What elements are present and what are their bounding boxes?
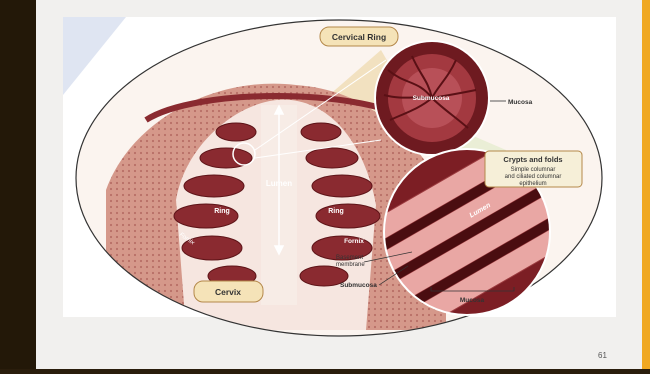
ring-left-label: Ring	[214, 208, 230, 215]
svg-text:Crypts and folds: Crypts and folds	[503, 155, 562, 164]
basement-label-2: membrane	[336, 262, 365, 268]
slide-page: Cervical Ring Crypts and folds Simple co…	[36, 0, 642, 369]
svg-text:and ciliated columnar: and ciliated columnar	[505, 174, 562, 180]
cervix-illustration: Cervical Ring Crypts and folds Simple co…	[36, 0, 642, 369]
fornix-right-label: Fornix	[344, 238, 364, 245]
svg-text:Simple columnar: Simple columnar	[511, 167, 556, 173]
svg-text:Cervix: Cervix	[215, 287, 241, 297]
page-number: 61	[598, 351, 607, 360]
cervical-ring-label: Cervical Ring	[320, 27, 398, 46]
lumen-main-label: Lumen	[266, 179, 292, 188]
ring-right-label: Ring	[328, 208, 344, 215]
mucosa-top-label: Mucosa	[508, 99, 533, 106]
svg-text:Cervical Ring: Cervical Ring	[332, 32, 386, 42]
crypts-label: Crypts and folds Simple columnar and cil…	[485, 151, 582, 187]
submucosa-top-label: Submucosa	[413, 95, 450, 102]
mucosa-bottom-label: Mucosa	[460, 297, 485, 304]
accent-bar	[642, 0, 650, 369]
basement-label-1: Basement	[336, 255, 363, 261]
cervix-label: Cervix	[194, 281, 263, 302]
svg-text:epithelium: epithelium	[519, 181, 546, 187]
submucosa-bottom-label: Submucosa	[340, 282, 377, 289]
